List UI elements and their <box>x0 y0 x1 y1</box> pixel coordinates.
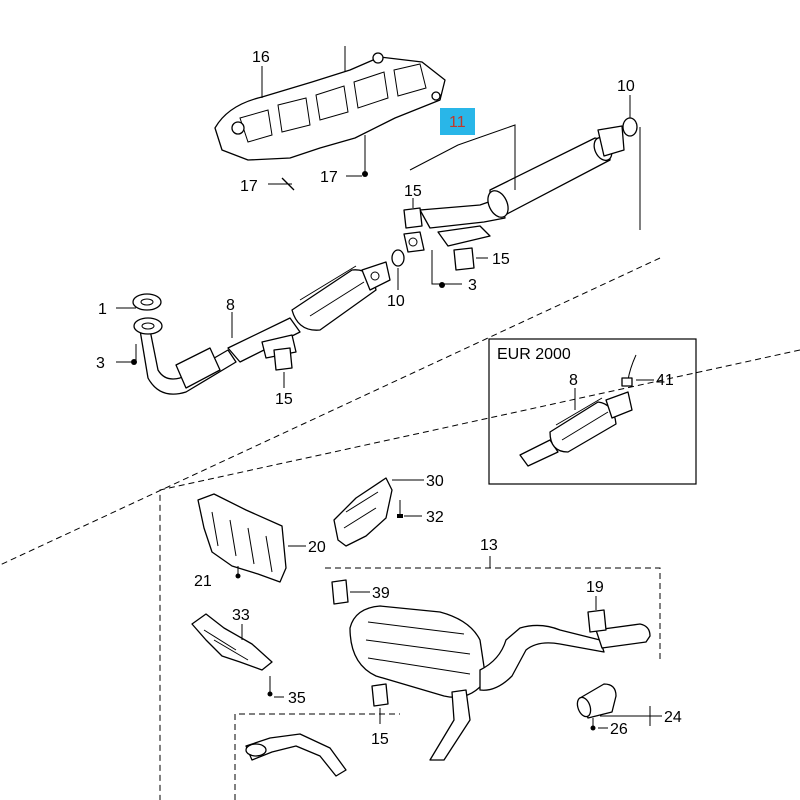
part-15-hanger-d[interactable] <box>371 683 389 707</box>
part-20-heat-shield[interactable] <box>197 493 287 583</box>
callout-33: 33 <box>232 607 250 624</box>
part-26-bolt[interactable] <box>590 718 596 731</box>
callout-24: 24 <box>664 709 682 726</box>
callout-1: 1 <box>98 301 107 318</box>
callout-11: 11 <box>449 114 466 131</box>
part-17-bolt[interactable] <box>362 135 368 177</box>
callout-26: 26 <box>610 721 628 738</box>
leader-24 <box>600 706 662 726</box>
part-41-oxygen-sensor[interactable] <box>621 354 637 387</box>
part-35-bolt[interactable] <box>267 676 273 697</box>
callout-15-c: 15 <box>275 391 293 408</box>
part-16-heat-shield[interactable] <box>214 52 446 161</box>
callout-19: 19 <box>586 579 604 596</box>
callout-41: 41 <box>656 372 674 389</box>
part-lower-left-pipe[interactable] <box>245 733 347 777</box>
lower-left-group-frame <box>234 713 400 800</box>
part-3-nut-upper[interactable] <box>439 282 445 288</box>
callout-17-b: 17 <box>320 169 338 186</box>
part-24-tail-pipe[interactable] <box>575 683 617 719</box>
callout-13: 13 <box>480 537 498 554</box>
part-17-clip[interactable] <box>268 177 295 191</box>
separator-line-lower <box>159 349 800 800</box>
part-10-gasket-middle[interactable] <box>391 249 405 267</box>
part-8-front-pipe[interactable] <box>139 329 297 395</box>
callout-16: 16 <box>252 49 270 66</box>
part-19-hanger[interactable] <box>587 609 607 633</box>
callout-15-b: 15 <box>492 251 510 268</box>
part-15-hanger-b[interactable] <box>453 247 475 271</box>
part-30-heat-shield-bracket[interactable] <box>333 477 393 547</box>
callout-3-lower: 3 <box>96 355 105 372</box>
part-39-hanger[interactable] <box>331 579 349 605</box>
leader-11-bracket <box>409 124 516 190</box>
part-32-bolt[interactable] <box>397 500 403 518</box>
part-21-bolt[interactable] <box>235 566 241 579</box>
leader-3-lower <box>116 344 137 363</box>
callout-3-upper: 3 <box>468 277 477 294</box>
part-15-hanger-a[interactable] <box>403 207 425 253</box>
callout-21: 21 <box>194 573 212 590</box>
part-11-center-pipe[interactable] <box>419 125 625 247</box>
part-10-gasket-top[interactable] <box>622 117 638 137</box>
callout-20: 20 <box>308 539 326 556</box>
callout-30: 30 <box>426 473 444 490</box>
callout-39: 39 <box>372 585 390 602</box>
callout-17-a: 17 <box>240 178 258 195</box>
eur2000-inset-frame <box>488 338 697 485</box>
callout-8: 8 <box>226 297 235 314</box>
callout-8-eur2000: 8 <box>569 372 578 389</box>
callout-15-a: 15 <box>404 183 422 200</box>
part-11-highlight[interactable] <box>440 108 475 135</box>
part-13-group-frame <box>325 567 661 660</box>
callout-10-middle: 10 <box>387 293 405 310</box>
callout-32: 32 <box>426 509 444 526</box>
part-13-rear-muffler[interactable] <box>349 605 651 761</box>
callout-10-top: 10 <box>617 78 635 95</box>
part-33-bracket[interactable] <box>191 613 273 671</box>
part-8-catalytic-converter-eur2000[interactable] <box>519 391 633 467</box>
part-15-hanger-c[interactable] <box>273 347 293 371</box>
callout-15-d: 15 <box>371 731 389 748</box>
callout-35: 35 <box>288 690 306 707</box>
part-8-catalytic-converter[interactable] <box>227 261 391 363</box>
separator-line-upper <box>0 257 661 566</box>
part-1-flange[interactable] <box>132 293 163 335</box>
eur2000-inset-title: EUR 2000 <box>497 346 571 363</box>
leader-3-upper <box>431 250 462 285</box>
